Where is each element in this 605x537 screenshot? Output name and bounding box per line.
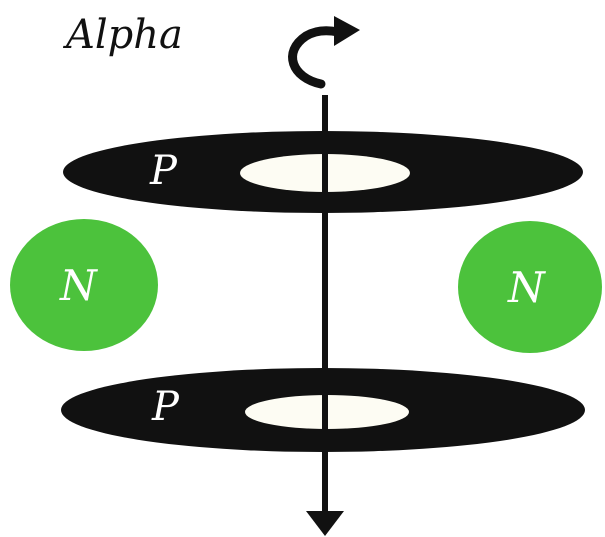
proton-label-top: P: [149, 148, 178, 194]
diagram-title: Alpha: [62, 12, 183, 58]
neutron-label-left: N: [59, 261, 98, 310]
neutron-label-right: N: [507, 263, 546, 312]
rotation-arrow-icon: [288, 16, 360, 89]
axis-arrowhead-down-icon: [306, 511, 344, 536]
neutron-right: [458, 221, 602, 353]
neutron-left: [10, 219, 158, 351]
proton-label-bottom: P: [151, 384, 180, 430]
rotation-axis: [306, 95, 344, 536]
